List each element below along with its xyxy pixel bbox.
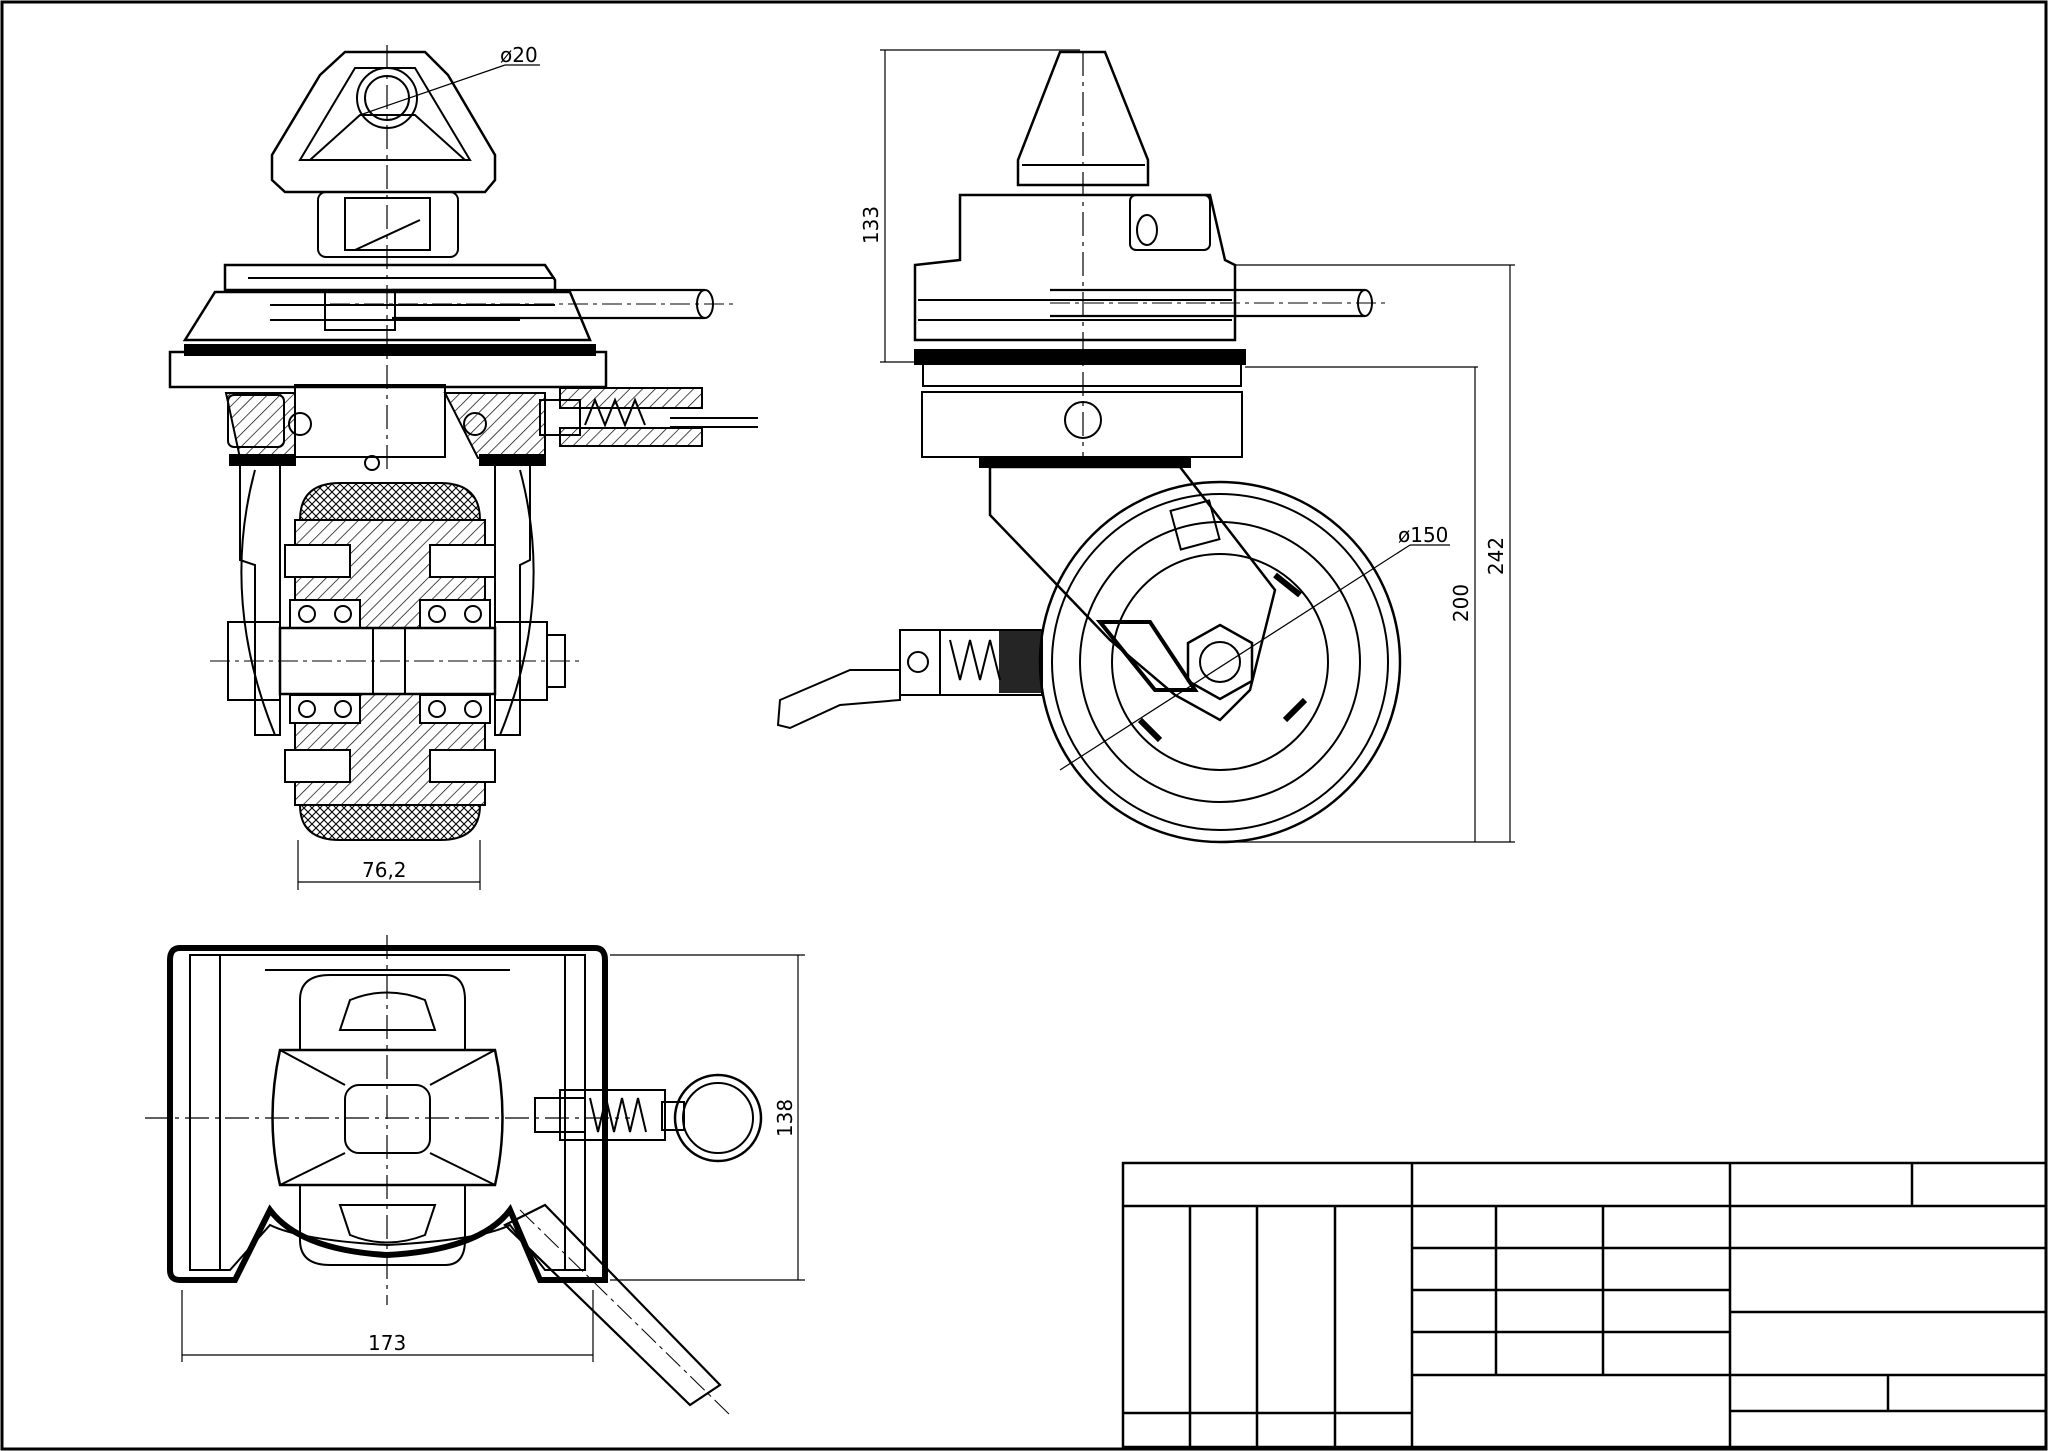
dim-height-head: 133 [859, 206, 883, 244]
dim-wheel-width: 76,2 [362, 858, 407, 882]
front-view [168, 45, 758, 890]
dim-pin-dia: ø20 [500, 43, 538, 67]
dim-base-length: 173 [368, 1331, 406, 1355]
side-view [776, 49, 1515, 844]
dim-wheel-dia: ø150 [1398, 523, 1448, 547]
dim-base-width: 138 [773, 1099, 797, 1137]
top-view [145, 935, 805, 1416]
title-block [1121, 1161, 2048, 1449]
dim-height-mount: 200 [1449, 584, 1473, 622]
dim-height-total: 242 [1484, 537, 1508, 575]
